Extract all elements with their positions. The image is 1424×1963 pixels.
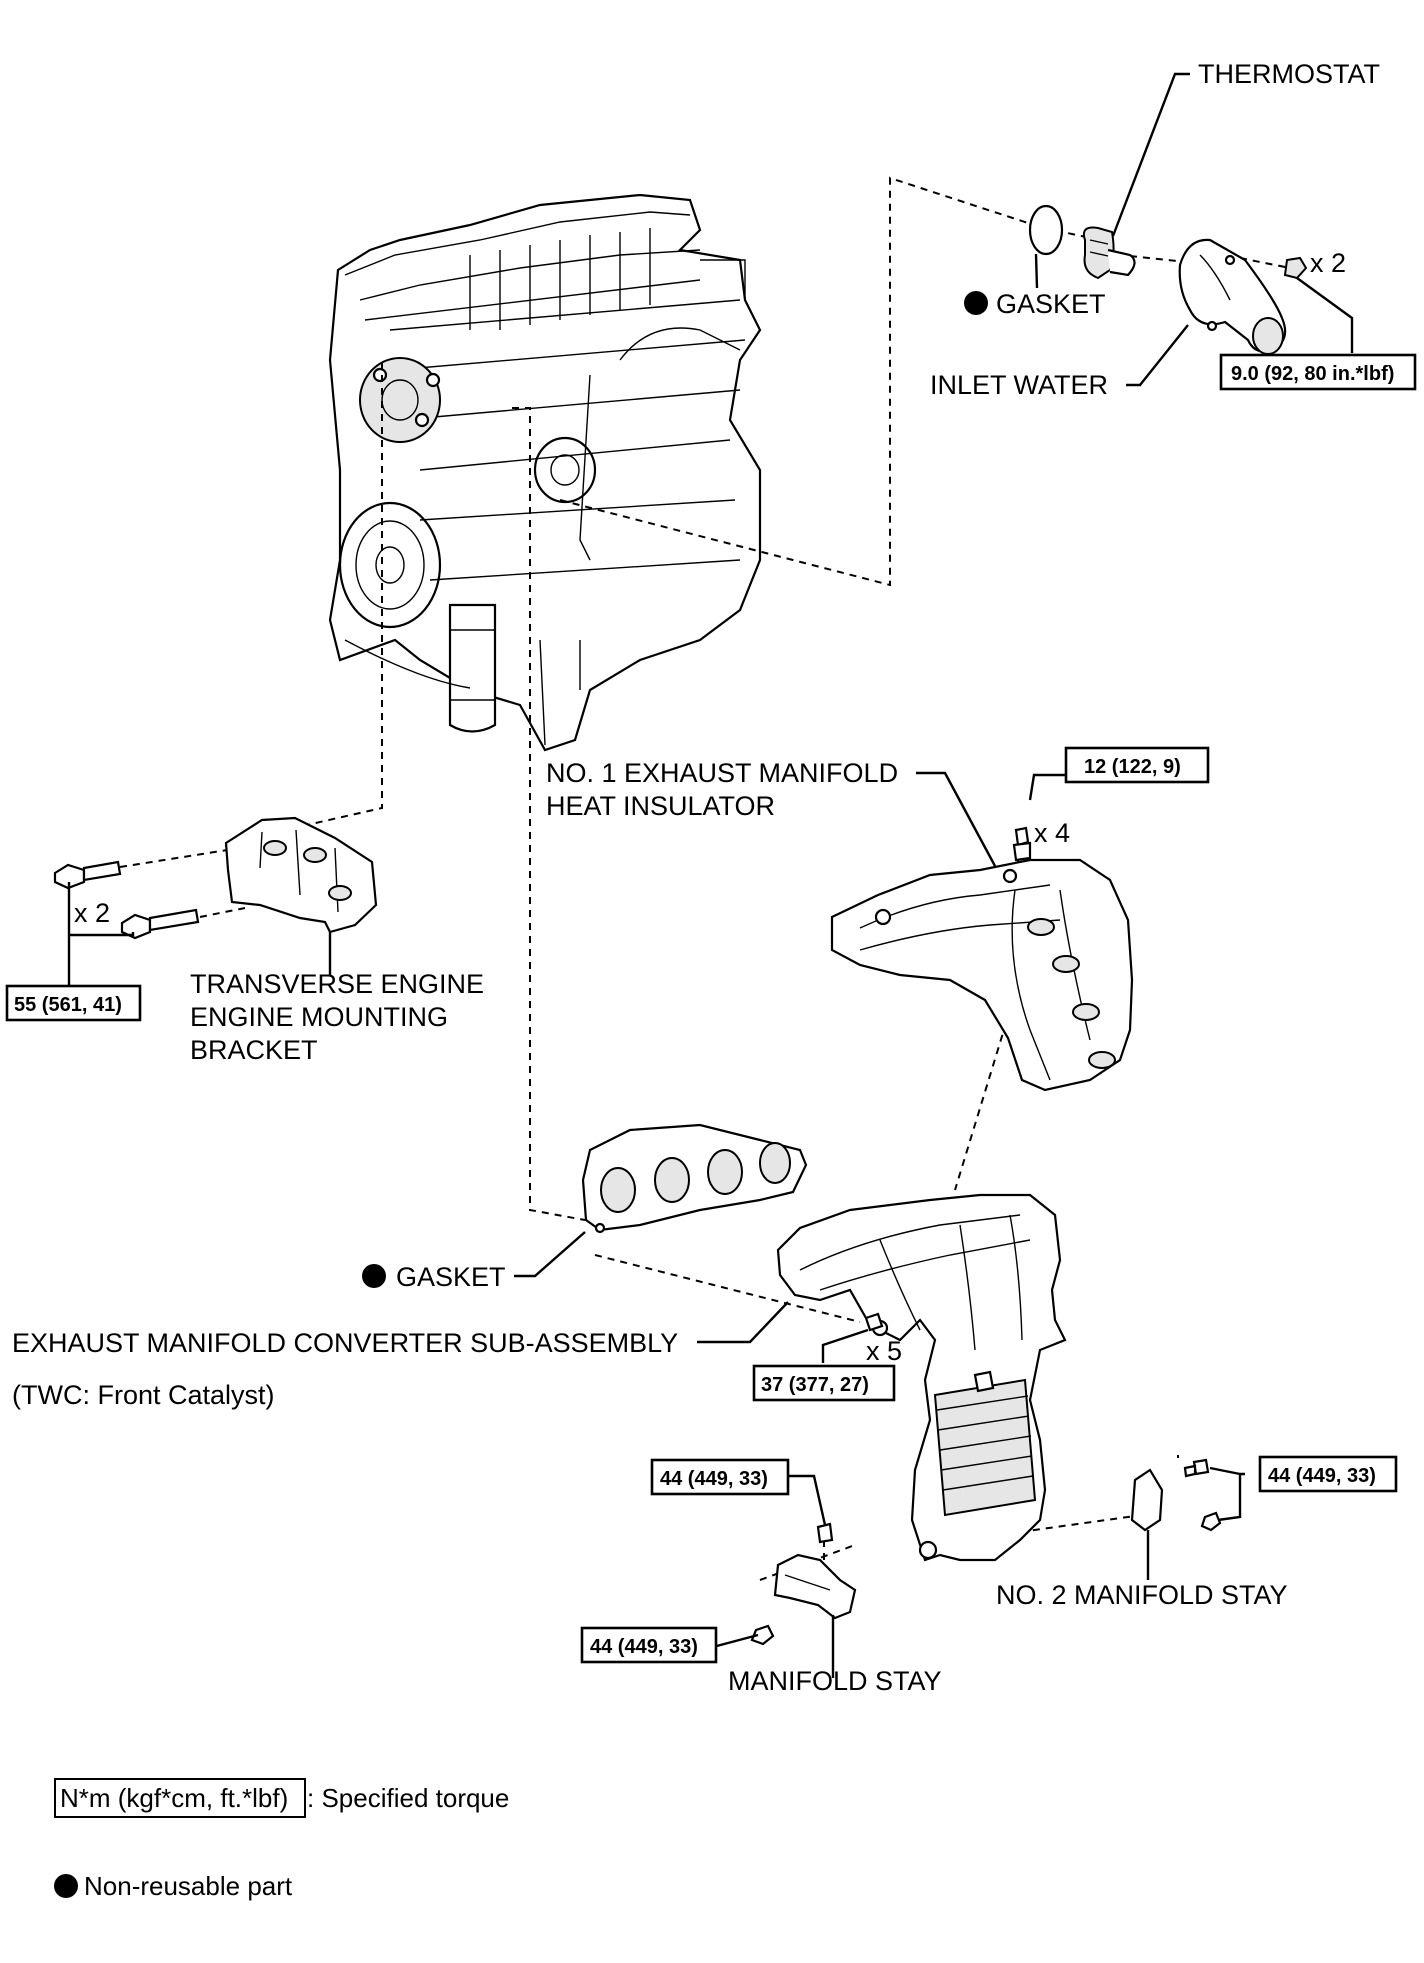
- svg-text:55 (561, 41): 55 (561, 41): [14, 994, 122, 1016]
- torque-box-no2-stay: 44 (449, 33): [1258, 1455, 1398, 1493]
- torque-box-insulator: 12 (122, 9): [1064, 746, 1210, 784]
- label-mount-bracket-line1: TRANSVERSE ENGINE: [190, 969, 484, 999]
- label-inlet-water: INLET WATER: [930, 370, 1108, 400]
- label-heat-insulator-line2: HEAT INSULATOR: [546, 791, 775, 821]
- label-gasket-top: GASKET: [996, 289, 1106, 319]
- torque-box-stay-nut: 44 (449, 33): [580, 1626, 718, 1664]
- svg-text:9.0 (92, 80 in.*lbf): 9.0 (92, 80 in.*lbf): [1231, 363, 1394, 385]
- qty-mount-bracket: x 2: [74, 898, 110, 928]
- torque-box-stay-bolt: 44 (449, 33): [650, 1458, 790, 1496]
- no2-manifold-stay-part: [1130, 1458, 1222, 1532]
- manifold-stay-part: [750, 1522, 857, 1646]
- svg-text:37 (377, 27): 37 (377, 27): [761, 1374, 869, 1396]
- torque-box-mount-bracket: 55 (561, 41): [5, 984, 142, 1022]
- no1-exhaust-manifold-heat-insulator: [830, 826, 1134, 1092]
- label-gasket-manifold: GASKET: [396, 1262, 506, 1292]
- inlet-water-part: [1178, 238, 1308, 355]
- torque-box-inlet-water: 9.0 (92, 80 in.*lbf): [1219, 353, 1417, 391]
- torque-box-converter: 37 (377, 27): [752, 1364, 896, 1402]
- assembly-guide-lines: [119, 176, 1291, 1590]
- label-thermostat: THERMOSTAT: [1198, 59, 1380, 89]
- label-no2-manifold-stay: NO. 2 MANIFOLD STAY: [996, 1580, 1288, 1610]
- legend-non-reusable-dot: [54, 1874, 78, 1898]
- svg-text:44 (449, 33): 44 (449, 33): [1268, 1465, 1376, 1487]
- label-converter-note: (TWC: Front Catalyst): [12, 1380, 275, 1410]
- label-mount-bracket-line2: ENGINE MOUNTING: [190, 1002, 448, 1032]
- transverse-engine-mounting-bracket: [53, 816, 378, 940]
- legend-torque-box-text: N*m (kgf*cm, ft.*lbf): [60, 1783, 288, 1813]
- non-reusable-dot-gasket-top: [964, 291, 988, 315]
- exhaust-manifold-converter-sub-assembly: [776, 1193, 1067, 1562]
- svg-text:12 (122, 9): 12 (122, 9): [1084, 756, 1181, 778]
- label-mount-bracket-line3: BRACKET: [190, 1035, 318, 1065]
- thermostat-part: [1028, 204, 1136, 280]
- qty-insulator: x 4: [1034, 818, 1070, 848]
- label-manifold-stay: MANIFOLD STAY: [728, 1666, 942, 1696]
- qty-inlet-water: x 2: [1310, 248, 1346, 278]
- legend-torque-desc: : Specified torque: [307, 1783, 509, 1813]
- exhaust-manifold-gasket: [581, 1123, 808, 1234]
- legend-specified-torque: N*m (kgf*cm, ft.*lbf) : Specified torque: [54, 1778, 509, 1818]
- svg-text:44 (449, 33): 44 (449, 33): [660, 1468, 768, 1490]
- label-heat-insulator-line1: NO. 1 EXHAUST MANIFOLD: [546, 758, 898, 788]
- svg-text:44 (449, 33): 44 (449, 33): [590, 1636, 698, 1658]
- qty-converter: x 5: [866, 1336, 902, 1366]
- non-reusable-dot-gasket-manifold: [362, 1264, 386, 1288]
- callout-leader-lines: [67, 72, 1354, 1678]
- engine-block-illustration: [328, 193, 762, 752]
- legend-non-reusable-text: Non-reusable part: [84, 1871, 293, 1901]
- label-converter: EXHAUST MANIFOLD CONVERTER SUB-ASSEMBLY: [12, 1328, 678, 1358]
